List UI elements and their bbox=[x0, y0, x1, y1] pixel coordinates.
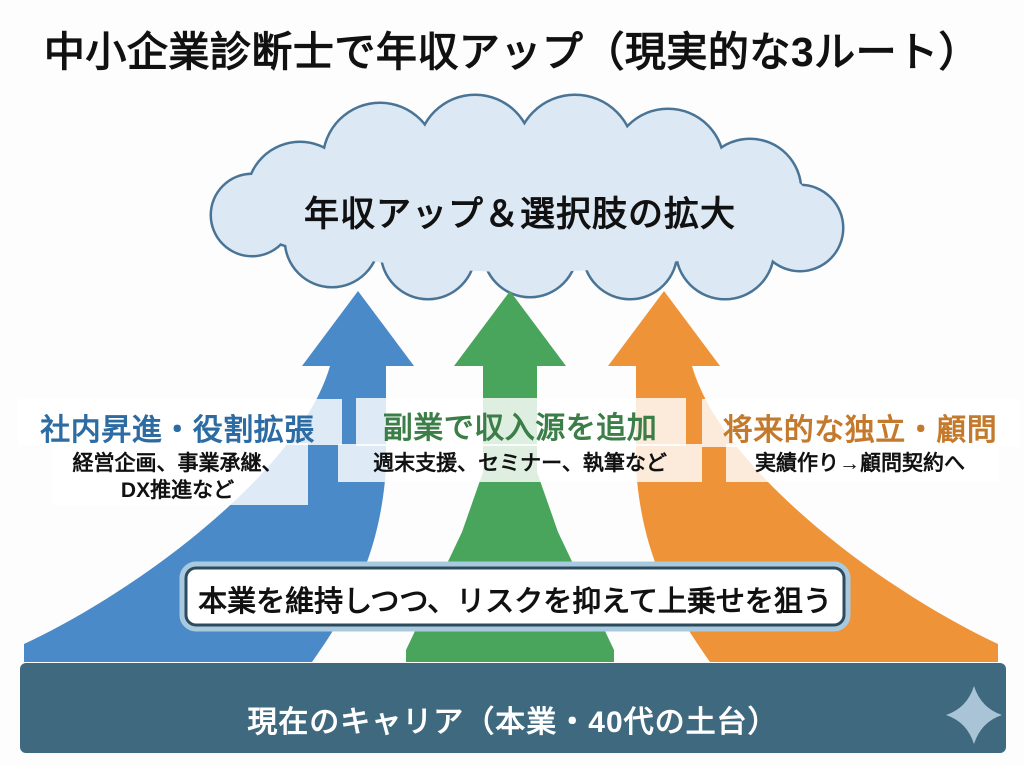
goal-cloud bbox=[209, 93, 845, 301]
foundation-bar bbox=[20, 663, 1006, 753]
goal-cloud-label: 年収アップ＆選択肢の拡大 bbox=[303, 195, 736, 234]
route-subtitle-side-business: 週末支援、セミナー、執筆など bbox=[373, 452, 667, 475]
route-subtitle-internal-promotion-line2: DX推進など bbox=[120, 479, 235, 502]
foundation-bar-label: 現在のキャリア（本業・40代の土台） bbox=[247, 706, 779, 739]
route-subtitle-independence: 実績作り→顧問契約へ bbox=[755, 452, 965, 475]
route-subtitle-internal-promotion-line1: 経営企画、事業承継、 bbox=[72, 452, 283, 475]
route-heading-internal-promotion: 社内昇進・役割拡張 bbox=[40, 414, 315, 447]
page-title: 中小企業診断士で年収アップ（現実的な3ルート） bbox=[43, 29, 981, 75]
label-backdrops bbox=[18, 398, 1020, 505]
strategy-banner-box bbox=[179, 561, 851, 632]
strategy-banner-label: 本業を維持しつつ、リスクを抑えて上乗せを狙う bbox=[198, 586, 832, 618]
route-heading-side-business: 副業で収入源を追加 bbox=[382, 412, 658, 445]
route-heading-independence: 将来的な独立・顧問 bbox=[722, 414, 998, 447]
sparkle-icon bbox=[946, 686, 1002, 744]
